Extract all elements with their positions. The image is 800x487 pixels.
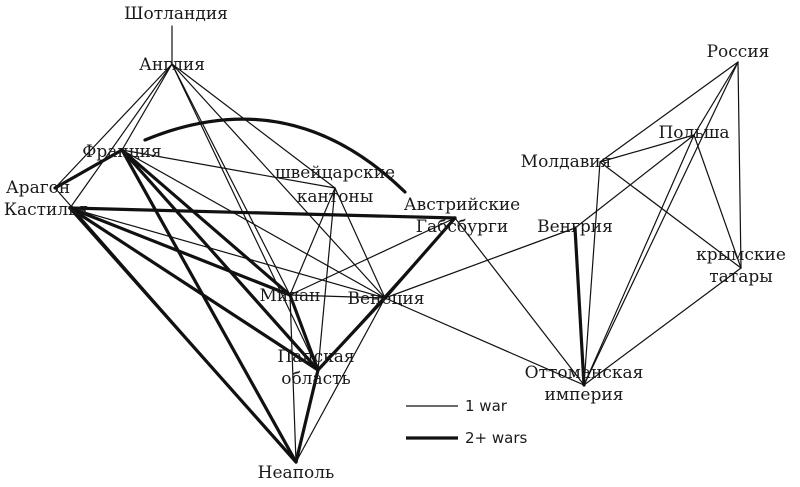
node-milan: Милан: [259, 286, 320, 306]
legend: 1 war 2+ wars: [406, 397, 528, 447]
node-castile: Кастилья: [4, 200, 88, 220]
edge-england-papal: [171, 63, 319, 371]
legend-label-one-war: 1 war: [465, 397, 508, 415]
edge-venice-ottoman: [384, 297, 585, 386]
edge-france-venice: [121, 149, 386, 299]
node-hungary: Венгрия: [537, 217, 613, 237]
edge-france-austria: [143, 117, 407, 194]
edge-castile-milan: [68, 206, 292, 297]
edge-poland-tatars: [693, 134, 742, 269]
node-aragon: Арагон: [6, 178, 70, 198]
node-venice: Венеция: [348, 289, 425, 309]
edge-england-milan: [171, 63, 291, 296]
edge-tatars-ottoman: [583, 267, 742, 386]
edge-venice-hungary: [384, 227, 576, 299]
edge-russia-poland: [693, 61, 739, 136]
edge-swiss-milan: [289, 187, 336, 296]
labels-layer: Шотландия Англия Франция Арагон Кастилья…: [4, 4, 786, 483]
edge-russia-ottoman: [583, 61, 739, 386]
node-papal-line2: область: [281, 369, 351, 389]
edge-swiss-venice: [334, 187, 386, 299]
node-moldavia: Молдавия: [521, 152, 612, 172]
node-ottoman-line2: империя: [545, 385, 624, 405]
edge-castile-papal: [68, 206, 320, 372]
edge-hungary-ottoman: [573, 226, 586, 387]
edge-moldavia-ottoman: [583, 161, 601, 386]
node-england: Англия: [139, 55, 205, 75]
edge-france-milan: [120, 148, 292, 297]
edge-england-castile: [69, 63, 173, 209]
node-tatars-line2: татары: [709, 267, 773, 287]
node-swiss-line2: кантоны: [297, 187, 374, 207]
edge-castile-venice: [69, 207, 386, 299]
legend-label-two-plus-wars: 2+ wars: [465, 429, 528, 447]
edge-england-swiss: [171, 63, 336, 189]
edge-aragon-naples: [54, 187, 297, 463]
edge-venice-naples: [295, 297, 386, 463]
node-austria-line1: Австрийские: [404, 195, 520, 215]
node-austria-line2: Габсбурги: [416, 217, 509, 237]
edge-austria-milan: [289, 217, 456, 296]
node-poland: Польша: [658, 123, 729, 143]
edge-milan-naples: [289, 294, 297, 463]
node-papal-line1: Папская: [277, 347, 354, 367]
edge-poland-moldavia: [599, 134, 695, 163]
edge-russia-tatars: [737, 61, 742, 269]
edge-moldavia-tatars: [599, 161, 742, 269]
node-france: Франция: [82, 142, 161, 162]
edge-milan-papal: [288, 293, 320, 372]
edge-england-france: [121, 63, 173, 151]
edge-france-swiss: [121, 149, 336, 189]
node-ottoman-line1: Оттоманская: [525, 363, 644, 383]
edge-austria-ottoman: [454, 217, 585, 386]
edge-milan-venice: [289, 294, 386, 299]
edges-layer: [53, 25, 742, 464]
node-russia: Россия: [707, 42, 770, 62]
node-scotland: Шотландия: [124, 4, 228, 24]
edge-poland-ottoman: [583, 134, 695, 386]
edge-papal-naples: [294, 368, 320, 464]
edge-france-aragon: [53, 148, 124, 190]
node-naples: Неаполь: [258, 463, 335, 483]
edge-russia-moldavia: [599, 61, 739, 163]
edge-france-papal: [120, 148, 320, 372]
edge-france-naples: [120, 148, 298, 464]
edge-venice-papal: [316, 296, 387, 372]
node-tatars-line1: крымские: [696, 245, 786, 265]
node-swiss-line1: швейцарские: [275, 163, 395, 183]
edge-poland-hungary: [574, 134, 695, 229]
edge-swiss-papal: [317, 187, 336, 371]
edge-england-venice: [171, 63, 386, 299]
edge-england-aragon: [54, 63, 173, 189]
edge-castile-austria: [68, 206, 457, 220]
